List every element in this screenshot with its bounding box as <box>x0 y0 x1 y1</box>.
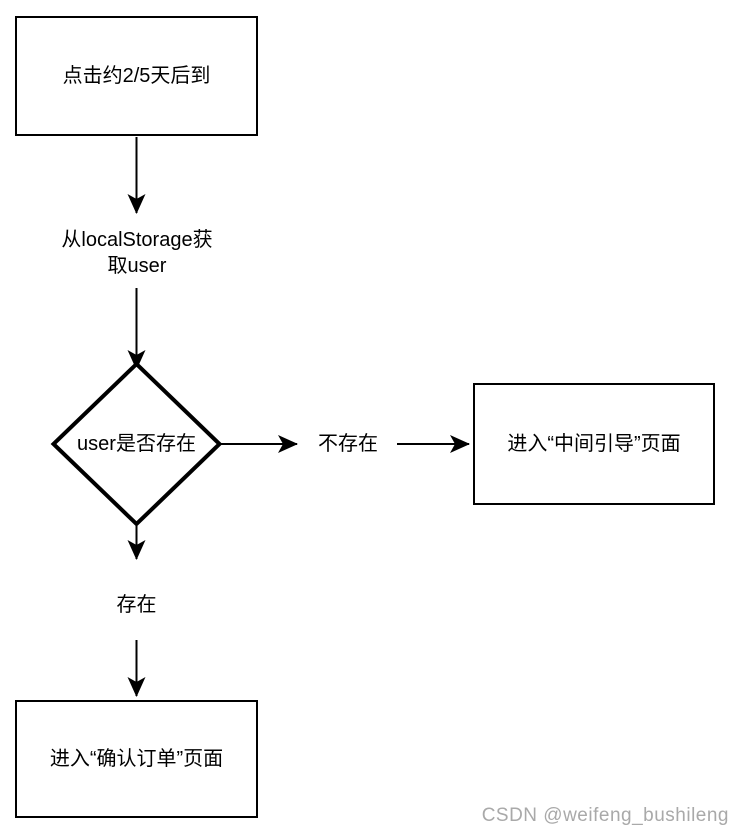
node-get-user: 从localStorage获 取user <box>61 229 213 277</box>
node-start: 点击约2/5天后到 <box>15 16 258 136</box>
node-guide-page-label: 进入“中间引导”页面 <box>507 433 681 455</box>
node-confirm-order-page: 进入“确认订单”页面 <box>15 700 258 818</box>
node-guide-page: 进入“中间引导”页面 <box>473 383 715 505</box>
edge-label-not-exists: 不存在 <box>308 432 388 456</box>
csdn-watermark: CSDN @weifeng_bushileng <box>481 805 729 826</box>
node-confirm-order-page-label: 进入“确认订单”页面 <box>49 748 224 770</box>
decision-diamond-shape <box>50 361 223 527</box>
node-decision-label: user是否存在 <box>77 433 196 455</box>
node-start-label: 点击约2/5天后到 <box>62 65 211 87</box>
edge-label-exists: 存在 <box>96 593 177 617</box>
